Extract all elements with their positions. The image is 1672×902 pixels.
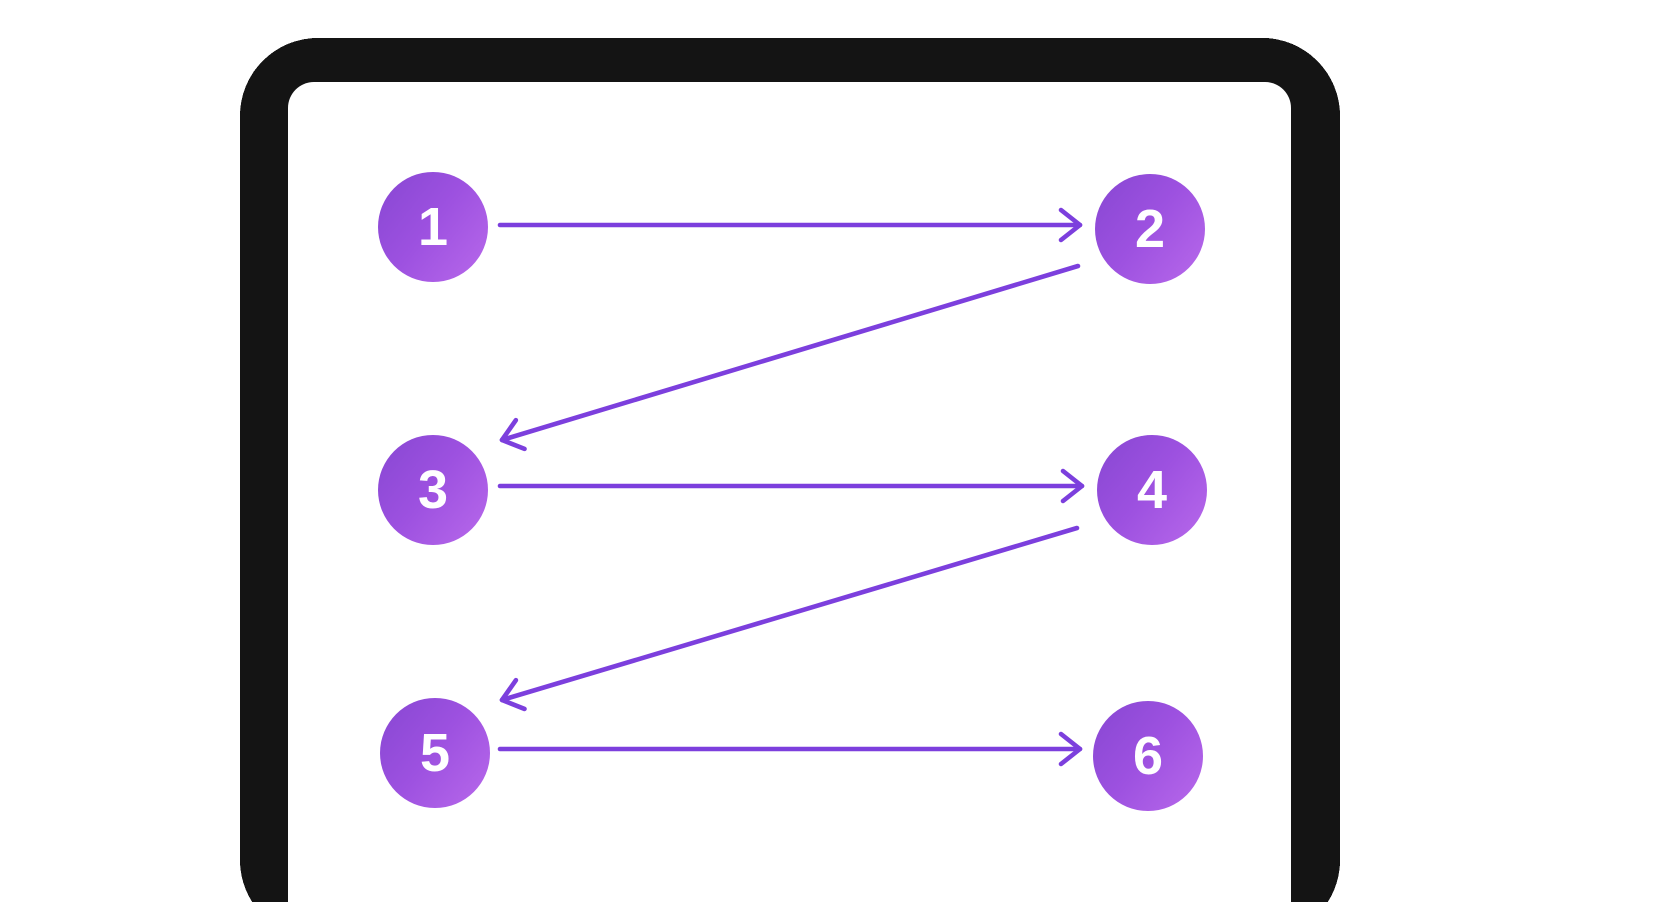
step-number: 5 [419, 723, 451, 783]
arrow-layer [497, 207, 1085, 767]
step-circle-6: 6 [1093, 701, 1203, 811]
step-number: 1 [417, 197, 449, 257]
step-number: 2 [1134, 199, 1166, 259]
step-circle-2: 2 [1095, 174, 1205, 284]
step-circle-5: 5 [380, 698, 490, 808]
step-circle-4: 4 [1097, 435, 1207, 545]
step-number: 6 [1132, 726, 1164, 786]
arrow-4-to-5 [499, 525, 1080, 712]
step-circle-1: 1 [378, 172, 488, 282]
diagram-card [288, 82, 1291, 902]
step-number: 3 [417, 460, 449, 520]
step-number: 4 [1136, 460, 1168, 520]
arrow-2-to-3 [499, 263, 1081, 452]
step-circle-3: 3 [378, 435, 488, 545]
